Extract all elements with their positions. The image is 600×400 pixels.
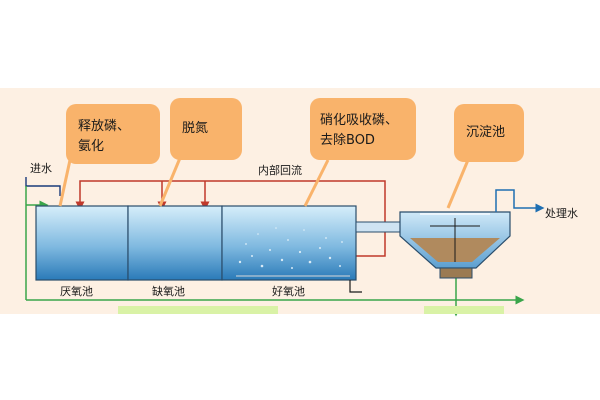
tank-label-anaerobic: 厌氧池 (60, 284, 93, 298)
callout-anaerobic-line1: 释放磷、 (78, 119, 130, 134)
internal-recycle-label: 内部回流 (258, 163, 302, 177)
transfer-pipe (355, 221, 401, 233)
tank-label-aerobic: 好氧池 (272, 284, 305, 298)
callout-clarifier: 沉淀池 (446, 104, 524, 209)
callout-anoxic: 脱氮 (158, 98, 242, 207)
highlight-strip-right (424, 306, 504, 314)
tank-label-anoxic: 缺氧池 (152, 284, 185, 298)
tank-anaerobic (35, 205, 129, 281)
callout-aerobic: 硝化吸收磷、 去除BOD (303, 98, 416, 207)
tank-aerobic (221, 205, 362, 293)
tank-anoxic (127, 205, 223, 281)
callout-anoxic-text: 脱氮 (182, 121, 208, 136)
callout-clarifier-text: 沉淀池 (466, 125, 505, 140)
callout-aerobic-line2: 去除BOD (320, 133, 375, 148)
treated-water-label: 处理水 (545, 207, 578, 220)
inlet-line (25, 177, 61, 300)
inlet-label: 进水 (30, 162, 52, 175)
callout-aerobic-line1: 硝化吸收磷、 (320, 113, 398, 128)
tank-clarifier (399, 211, 511, 279)
highlight-strip-left (118, 306, 278, 314)
callout-anaerobic-line2: 氨化 (78, 139, 104, 154)
callout-anaerobic: 释放磷、 氨化 (58, 104, 160, 207)
treated-water-outlet (495, 189, 545, 213)
